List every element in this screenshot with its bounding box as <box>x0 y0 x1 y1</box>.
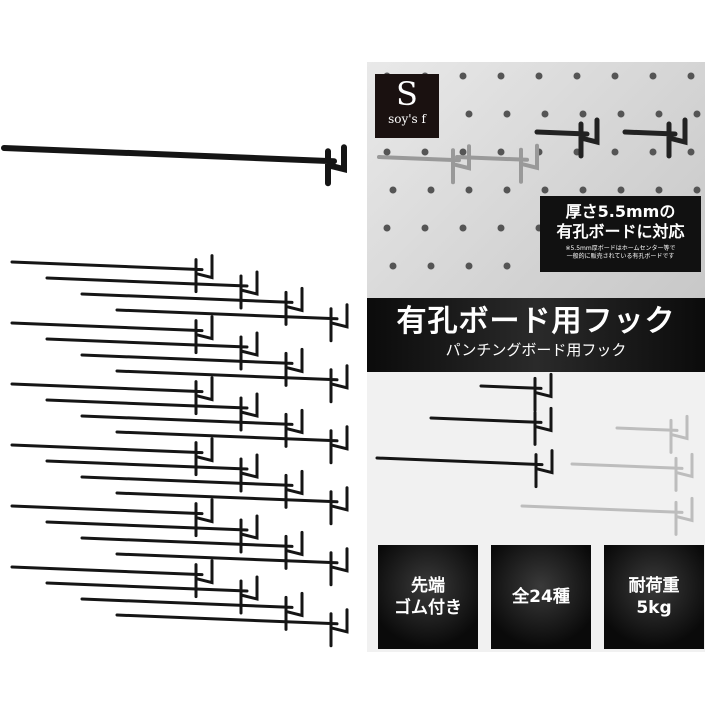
sample-hook-silver <box>615 414 689 454</box>
hook-item <box>45 453 259 493</box>
banner-subtitle: パンチングボード用フック <box>445 341 627 359</box>
hook-item <box>45 514 259 554</box>
sample-hook-black <box>375 449 554 489</box>
hook-item <box>115 486 349 526</box>
hook-large <box>1 144 347 187</box>
hook-item <box>10 559 214 599</box>
hook-item <box>10 315 214 355</box>
pegboard-hole <box>383 224 391 232</box>
pegboard-hole <box>655 110 663 118</box>
feature-24-types: 全24種 <box>491 545 591 649</box>
pegboard-hole <box>617 110 625 118</box>
pegboard-hole <box>465 262 473 270</box>
pegboard-hole <box>693 110 701 118</box>
hook-item <box>10 376 214 416</box>
logo-mark: S <box>396 75 418 113</box>
hook-item <box>10 254 214 294</box>
pegboard-hole <box>389 186 397 194</box>
pegboard-hole <box>535 72 543 80</box>
pegboard-hole <box>383 148 391 156</box>
sample-hook-silver <box>570 452 694 492</box>
pegboard-hole <box>655 186 663 194</box>
pegboard-hole <box>579 186 587 194</box>
product-hooks-image <box>1 144 349 648</box>
hook-set-illustration <box>1 144 349 648</box>
hook-item <box>10 437 214 477</box>
pegboard-hole <box>459 72 467 80</box>
pegboard-hole <box>427 186 435 194</box>
pegboard-hole <box>503 110 511 118</box>
callout-note: ※5.5mm厚ボードはホームセンター等で 一般的に販売されている有孔ボードです <box>565 245 676 260</box>
hook-item <box>115 425 349 465</box>
pegboard-hole <box>389 262 397 270</box>
logo-name: soy's f <box>388 112 426 126</box>
hook-item <box>80 286 304 326</box>
hook-item <box>80 591 304 631</box>
photo-hook-black <box>534 117 600 159</box>
hook-item <box>80 530 304 570</box>
hook-item <box>115 303 349 343</box>
sample-hook-black <box>429 406 553 446</box>
pegboard-hole <box>579 110 587 118</box>
pegboard-hole <box>649 148 657 156</box>
sample-hook-silver <box>520 496 694 536</box>
hook-item <box>115 547 349 587</box>
hook-item <box>10 498 214 538</box>
photo-hook-black <box>622 117 688 159</box>
pegboard-hole <box>497 148 505 156</box>
hook-item <box>115 608 349 648</box>
hook-item <box>45 331 259 371</box>
pegboard-hole <box>465 186 473 194</box>
pegboard-hole <box>497 224 505 232</box>
thickness-callout: 厚さ5.5mmの 有孔ボードに対応 ※5.5mm厚ボードはホームセンター等で 一… <box>540 196 701 272</box>
hook-item <box>45 392 259 432</box>
pegboard-hole <box>459 224 467 232</box>
pegboard-hole <box>573 72 581 80</box>
sample-hook-black <box>479 372 553 412</box>
pegboard-hole <box>611 72 619 80</box>
pegboard-hole <box>427 262 435 270</box>
pegboard-hole <box>497 72 505 80</box>
product-info-panel: S soy's f 厚さ5.5mmの 有孔ボードに対応 ※5.5mm厚ボードはホ… <box>367 62 705 652</box>
pegboard-hole <box>617 186 625 194</box>
pegboard-hole <box>459 148 467 156</box>
feature-load-5kg: 耐荷重 5kg <box>604 545 704 649</box>
pegboard-photo: S soy's f 厚さ5.5mmの 有孔ボードに対応 ※5.5mm厚ボードはホ… <box>367 62 705 298</box>
feature-rubber-tip: 先端 ゴム付き <box>378 545 478 649</box>
banner-title: 有孔ボード用フック <box>396 304 676 339</box>
hook-item <box>115 364 349 404</box>
pegboard-hole <box>465 110 473 118</box>
callout-line1: 厚さ5.5mmの <box>565 202 676 221</box>
pegboard-hole <box>541 110 549 118</box>
title-banner: 有孔ボード用フック パンチングボード用フック <box>367 298 705 372</box>
pegboard-hole <box>503 262 511 270</box>
hook-item <box>45 270 259 310</box>
pegboard-hole <box>503 186 511 194</box>
pegboard-hole <box>687 148 695 156</box>
hook-item <box>80 469 304 509</box>
hook-item <box>45 575 259 615</box>
pegboard-hole <box>649 72 657 80</box>
pegboard-hole <box>541 186 549 194</box>
hook-item <box>80 347 304 387</box>
pegboard-hole <box>693 186 701 194</box>
pegboard-hole <box>421 224 429 232</box>
photo-hook-silver <box>455 143 539 184</box>
photo-hook-silver <box>377 144 471 185</box>
pegboard-hole <box>611 148 619 156</box>
brand-logo: S soy's f <box>375 74 439 138</box>
callout-line2: 有孔ボードに対応 <box>556 222 685 241</box>
pegboard-hole <box>421 148 429 156</box>
hook-samples <box>375 372 694 536</box>
pegboard-hole <box>687 72 695 80</box>
hook-item <box>80 408 304 448</box>
